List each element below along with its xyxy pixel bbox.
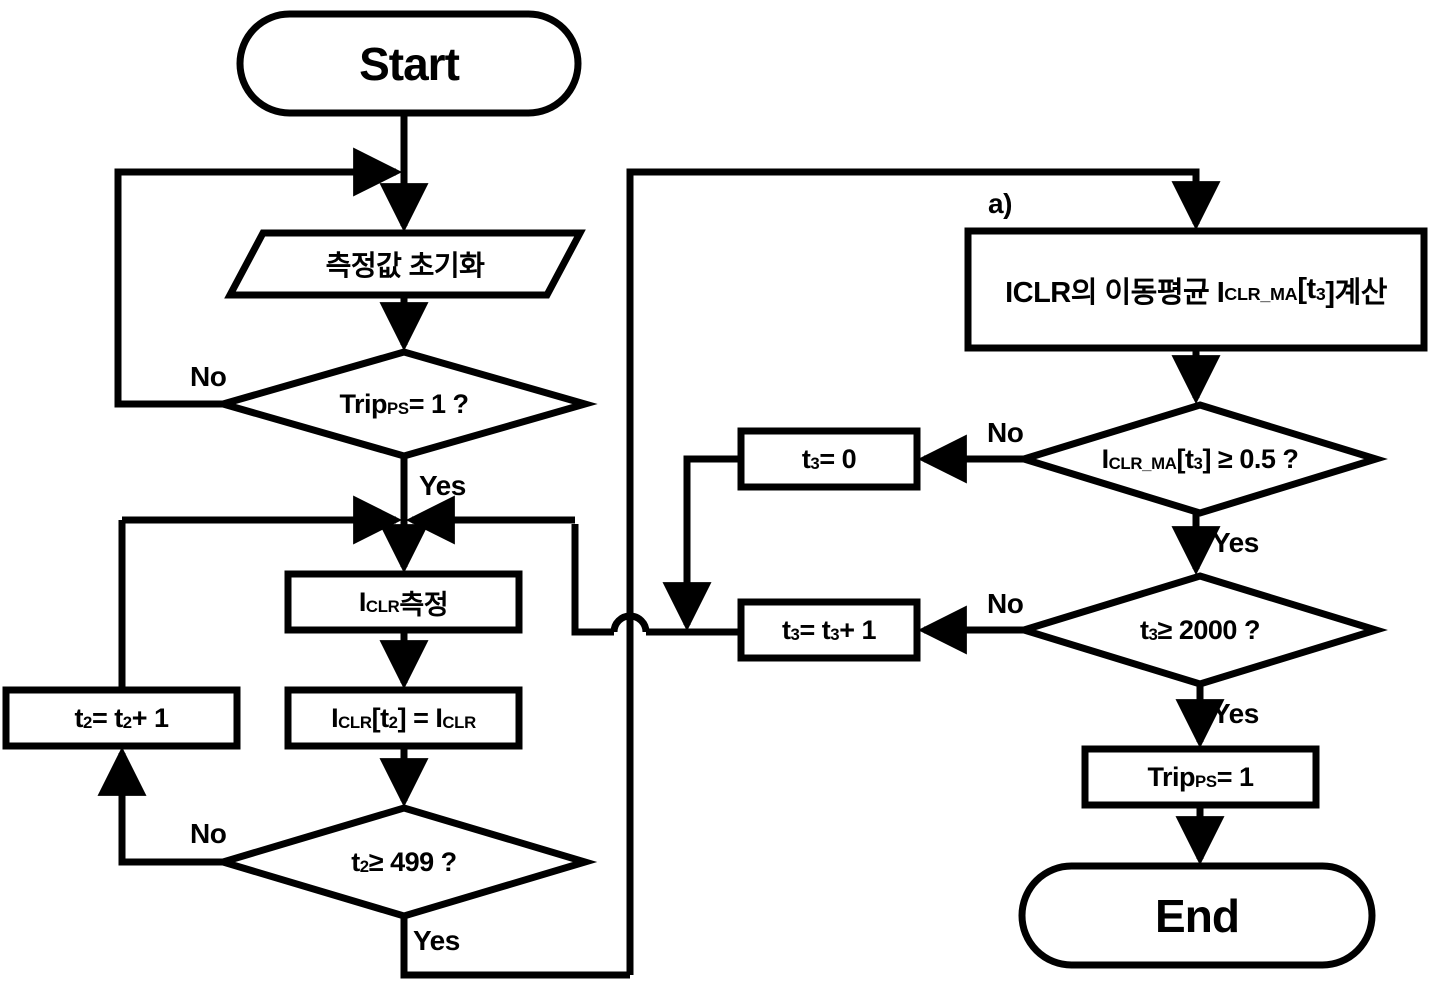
edge-t3zero-return [662,455,741,632]
init-parallelogram [224,229,586,299]
t2-check-decision [210,804,598,920]
t3-increment-process [737,598,921,662]
edge-label-t2-yes: Yes [413,925,460,956]
edge-label-trip-no: No [190,361,227,392]
measure-process [284,570,523,634]
trip-check-decision [210,348,598,460]
store-process [284,686,523,750]
edge-return-rail-left [571,524,614,636]
moving-average-process [964,227,1428,352]
end-terminator [1018,862,1376,969]
edge-t2yes-bottom [400,916,630,979]
trip-set-process [1081,745,1320,809]
edge-label-t3-yes: Yes [1212,698,1259,729]
ma-check-decision [1012,401,1388,517]
edge-label-ma-yes: Yes [1212,527,1259,558]
t3-check-decision [1012,572,1388,688]
edge-label-t3-no: No [987,588,1024,619]
annotation-a: a) [988,188,1012,219]
t3-zero-process [737,427,921,491]
start-terminator [236,10,582,117]
t2-increment-process [2,686,241,750]
edge-tripno-loopback [114,147,403,408]
edge-label-ma-no: No [987,417,1024,448]
edge-label-trip-yes: Yes [419,470,466,501]
edge-label-t2-no: No [190,818,227,849]
edge-t2no-to-inc [97,746,223,866]
edge-return-rail-hop [610,612,650,633]
edge-spine-to-movingavg [626,168,1221,975]
